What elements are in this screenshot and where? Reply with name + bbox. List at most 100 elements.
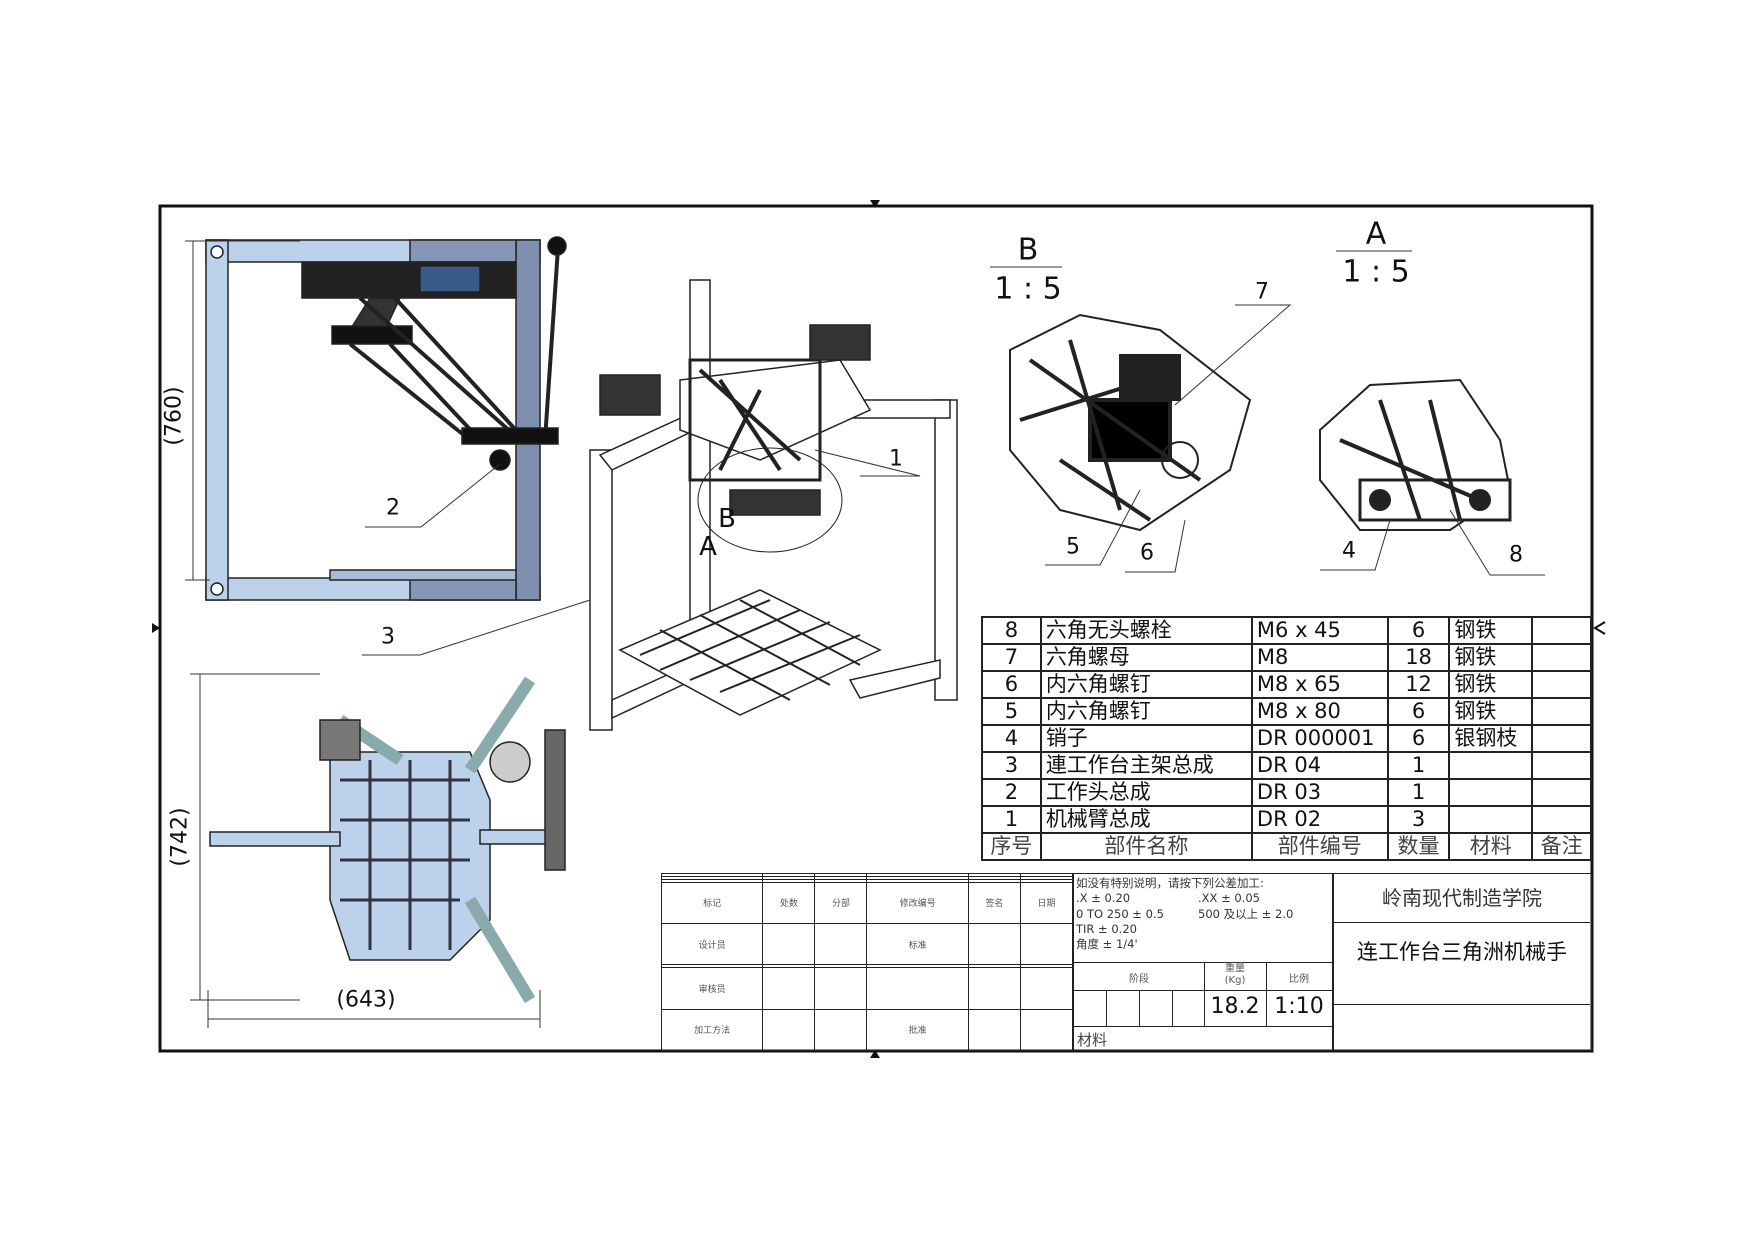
- school-name: 岭南现代制造学院: [1334, 874, 1590, 923]
- detail-b-name: B: [1017, 232, 1039, 268]
- bom-remarks: [1531, 751, 1592, 780]
- bom-quantity: 18: [1386, 643, 1451, 672]
- title-grid-cell: 标记: [660, 881, 764, 925]
- tolerance-range-1: 0 TO 250 ± 0.5: [1076, 907, 1164, 921]
- center-mark-bottom: [870, 1050, 880, 1058]
- title-grid-row: 设计员标准: [660, 923, 1074, 966]
- bom-item-no: 8: [981, 616, 1042, 645]
- isometric-view: [589, 279, 958, 731]
- title-grid-cell: [1019, 1008, 1074, 1052]
- balloon-3: 3: [381, 624, 395, 650]
- balloon-5: 5: [1066, 534, 1080, 560]
- title-grid-cell: [762, 923, 816, 966]
- tolerance-xx: .XX ± 0.05: [1198, 891, 1260, 905]
- detail-a-name: A: [1365, 216, 1387, 252]
- bom-part-number: M8: [1250, 643, 1389, 672]
- dimension-643: (643): [336, 987, 396, 1013]
- bom-remarks: [1531, 643, 1592, 672]
- bom-header-remarks: 备注: [1531, 832, 1592, 861]
- scale-label: 比例: [1289, 974, 1309, 985]
- tolerance-angle: 角度 ± 1/4': [1076, 937, 1138, 951]
- title-grid-cell: 批准: [866, 1008, 969, 1052]
- dimension-lines: [185, 240, 541, 1028]
- balloon-4: 4: [1342, 538, 1356, 564]
- bom-part-name: 销子: [1039, 724, 1253, 753]
- scale-value: 1:10: [1274, 994, 1324, 1019]
- bom-header-material: 材料: [1448, 832, 1534, 861]
- title-grid-row: 审核员: [660, 967, 1074, 1010]
- balloon-1: 1: [889, 446, 903, 472]
- title-grid-cell: 修改编号: [866, 881, 969, 925]
- detail-b-scale: 1 : 5: [994, 271, 1062, 307]
- bom-item-no: 4: [981, 724, 1042, 753]
- bom-material: [1448, 778, 1534, 807]
- title-grid-cell: 设计员: [660, 923, 764, 966]
- bom-part-number: DR 02: [1250, 805, 1389, 834]
- top-view: [205, 236, 567, 601]
- bom-material: 银钢枝: [1448, 724, 1534, 753]
- stage-label: 阶段: [1129, 974, 1149, 985]
- weight-label: 重量 (Kg): [1224, 963, 1246, 986]
- detail-a-scale: 1 : 5: [1342, 254, 1410, 290]
- title-grid-cell: [1019, 923, 1074, 966]
- bom-material: 钢铁: [1448, 670, 1534, 699]
- bom-quantity: 6: [1386, 616, 1451, 645]
- dimension-760: (760): [161, 386, 187, 446]
- detail-a-view: [1319, 378, 1512, 531]
- bom-quantity: 6: [1386, 697, 1451, 726]
- bom-header-row: 序号部件名称部件编号数量材料备注: [981, 832, 1592, 861]
- title-grid-cell: [1019, 967, 1074, 1010]
- bom-part-name: 内六角螺钉: [1039, 670, 1253, 699]
- balloon-6: 6: [1140, 540, 1154, 566]
- bom-remarks: [1531, 670, 1592, 699]
- bottom-view: [209, 676, 566, 1004]
- title-grid-cell: 日期: [1019, 881, 1074, 925]
- title-grid-cell: 签名: [967, 881, 1021, 925]
- bom-header-item-no: 序号: [981, 832, 1042, 861]
- bom-item-no: 1: [981, 805, 1042, 834]
- tolerance-x: .X ± 0.20: [1076, 891, 1131, 905]
- title-grid-row: 标记处数分部修改编号签名日期: [660, 881, 1074, 925]
- center-mark-top: [870, 200, 880, 208]
- bom-quantity: 1: [1386, 751, 1451, 780]
- bom-quantity: 1: [1386, 778, 1451, 807]
- title-grid-cell: [814, 967, 868, 1010]
- title-grid-cell: 分部: [814, 881, 868, 925]
- material-label: 材料: [1077, 1031, 1108, 1049]
- bom-remarks: [1531, 724, 1592, 753]
- title-grid-cell: 处数: [762, 881, 816, 925]
- bom-header-part-number: 部件编号: [1250, 832, 1389, 861]
- tolerance-range-2: 500 及以上 ± 2.0: [1198, 907, 1294, 921]
- bom-remarks: [1531, 805, 1592, 834]
- title-grid-cell: 加工方法: [660, 1008, 764, 1052]
- bom-item-no: 7: [981, 643, 1042, 672]
- title-grid-cell: [866, 967, 969, 1010]
- bom-part-number: M6 x 45: [1250, 616, 1389, 645]
- bom-part-name: 机械臂总成: [1039, 805, 1253, 834]
- bom-remarks: [1531, 697, 1592, 726]
- bom-part-name: 内六角螺钉: [1039, 697, 1253, 726]
- bom-header-part-name: 部件名称: [1039, 832, 1253, 861]
- bom-part-name: 連工作台主架总成: [1039, 751, 1253, 780]
- title-grid-row: 加工方法 批准: [660, 1008, 1074, 1052]
- bom-remarks: [1531, 778, 1592, 807]
- detail-b-view: [1009, 313, 1252, 532]
- bom-item-no: 6: [981, 670, 1042, 699]
- bom-quantity: 12: [1386, 670, 1451, 699]
- balloon-7: 7: [1255, 279, 1269, 305]
- dimension-742: (742): [167, 807, 193, 867]
- bom-item-no: 5: [981, 697, 1042, 726]
- bom-header-quantity: 数量: [1386, 832, 1451, 861]
- drawing-title: 连工作台三角洲机械手: [1334, 924, 1590, 1005]
- weight-value: 18.2: [1210, 994, 1260, 1019]
- title-grid-cell: [967, 967, 1021, 1010]
- bom-material: 钢铁: [1448, 616, 1534, 645]
- balloon-leaders: [362, 250, 1545, 656]
